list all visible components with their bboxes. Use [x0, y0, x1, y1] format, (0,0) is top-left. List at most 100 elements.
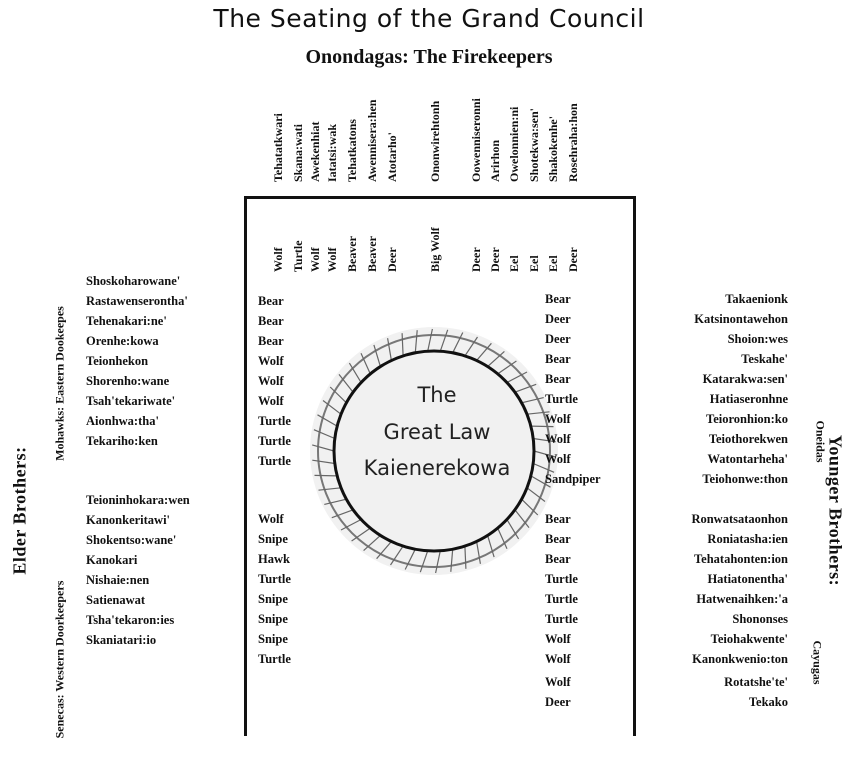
top-name: Awennisera:hen: [365, 99, 379, 182]
wheel-spoke: [526, 411, 550, 415]
top-name: Rosehraha:hon: [566, 103, 580, 182]
top-name: Tehatatkwari: [271, 113, 285, 182]
wheel-spoke: [487, 535, 495, 558]
mohawk-name: Tekariho:ken: [86, 434, 158, 448]
wheel-spoke: [373, 344, 381, 367]
center-text-2: Great Law: [383, 420, 491, 444]
mohawk-clan: Bear: [258, 334, 284, 348]
wheel-spoke: [532, 462, 555, 473]
oneida-clan: Bear: [545, 372, 571, 386]
seneca-name: Kanokari: [86, 553, 138, 567]
top-clan: Wolf: [325, 247, 339, 272]
seneca-clan: Snipe: [258, 612, 288, 626]
cayuga-clan: Turtle: [545, 572, 578, 586]
mohawk-name: Orenhe:kowa: [86, 334, 159, 348]
wheel-inner-ring: [332, 349, 536, 553]
oneida-name: Katsinontawehon: [694, 312, 788, 326]
top-clan: Eel: [507, 255, 521, 272]
seneca-clan: Turtle: [258, 652, 291, 666]
cayuga-clan: Turtle: [545, 612, 578, 626]
top-name: Skana:wati: [291, 123, 305, 182]
oneidas-label: Oneidas: [813, 420, 828, 463]
diagram-title: The Seating of the Grand Council: [213, 4, 645, 33]
wheel-outer-ring: [317, 334, 551, 568]
oneida-name: Katarakwa:sen': [702, 372, 788, 386]
mohawk-name: Aionhwa:tha': [86, 414, 159, 428]
cayuga-name: Tekako: [748, 695, 788, 709]
wheel-spokes: [312, 328, 556, 574]
top-clan: Deer: [488, 247, 502, 272]
oneida-clan: Bear: [545, 352, 571, 366]
cayuga-name: Tehatahonten:ion: [693, 552, 788, 566]
younger-brothers-label: Younger Brothers:: [825, 434, 846, 587]
top-name: Oowenniseronni: [469, 98, 483, 182]
wheel-spoke: [340, 518, 362, 531]
wheel-spoke: [312, 444, 335, 452]
wheel-spoke: [351, 527, 371, 542]
cayuga-clan: Turtle: [545, 592, 578, 606]
wheel-spoke: [526, 487, 546, 502]
cayuga-name: Roniatasha:ien: [707, 532, 788, 546]
wheel-spoke: [318, 487, 342, 491]
oneida-name: Shoion:wes: [727, 332, 788, 346]
wheel-spoke: [363, 534, 381, 552]
wheel-spoke: [322, 400, 342, 415]
top-name: Ononwirehtonh: [428, 100, 442, 182]
cayuga-clan: Bear: [545, 532, 571, 546]
cayuga-clan: Bear: [545, 552, 571, 566]
wheel-spoke: [487, 350, 505, 368]
seneca-name: Nishaie:nen: [86, 573, 150, 587]
cayuga-name: Hatiatonentha': [707, 572, 788, 586]
oneida-name: Watontarheha': [707, 452, 788, 466]
oneida-name: Takaenionk: [725, 292, 788, 306]
mohawk-name: Rastawenserontha': [86, 294, 188, 308]
mohawks-label: Mohawks: Eastern Dookeepes: [52, 306, 67, 461]
wheel-spoke: [533, 450, 556, 458]
wheel-spoke: [506, 519, 520, 540]
mohawk-clan: Turtle: [258, 454, 291, 468]
wheel-spoke: [360, 352, 371, 375]
cayuga-name: Teiohakwente': [710, 632, 788, 646]
wheel-spoke: [476, 541, 481, 564]
wheel-spoke: [521, 498, 539, 516]
top-clan: Deer: [385, 247, 399, 272]
top-name: Shotekwa:sen': [527, 107, 541, 182]
wheel-spoke: [450, 549, 454, 572]
wheel-spoke: [348, 362, 362, 383]
wheel-spoke: [514, 509, 530, 528]
firekeepers-heading: Onondagas: The Firekeepers: [305, 46, 553, 68]
top-clan: Turtle: [291, 240, 305, 272]
top-clan: Wolf: [271, 247, 285, 272]
cayuga-clan: Deer: [545, 695, 571, 709]
top-name: Atotarho': [385, 132, 399, 182]
cayuga-name: Kanonkwenio:ton: [692, 652, 788, 666]
top-name: Iatatsi:wak: [325, 123, 339, 182]
center-text-3: Kaienerekowa: [363, 456, 511, 480]
senecas-label: Senecas: Western Doorkeepers: [52, 580, 67, 739]
wheel-spoke: [414, 330, 418, 353]
seneca-clan: Snipe: [258, 532, 288, 546]
top-clan: Wolf: [308, 247, 322, 272]
wheel-spoke: [419, 550, 429, 573]
top-name: Awekenhiat: [308, 121, 322, 182]
wheel-spoke: [514, 383, 537, 393]
wheel-spoke: [533, 437, 556, 443]
wheel-spoke: [439, 329, 449, 352]
mohawk-clan: Turtle: [258, 434, 291, 448]
oneida-clan: Wolf: [545, 452, 571, 466]
seneca-name: Shokentso:wane': [86, 533, 177, 547]
wheel-spoke: [376, 541, 392, 560]
council-frame: [244, 196, 636, 736]
wheel-disk: [310, 327, 558, 575]
wheel-spoke: [338, 374, 354, 393]
oneida-name: Teiothorekwen: [708, 432, 788, 446]
top-name: Tehatkatons: [345, 119, 359, 182]
wheel-spoke: [530, 425, 554, 428]
wheel-spoke: [530, 475, 551, 488]
cayuga-name: Hatwenaihken:'a: [696, 592, 788, 606]
wheel-spoke: [312, 459, 335, 465]
oneida-clan: Deer: [545, 332, 571, 346]
top-name: Shakokenhe': [546, 115, 560, 182]
